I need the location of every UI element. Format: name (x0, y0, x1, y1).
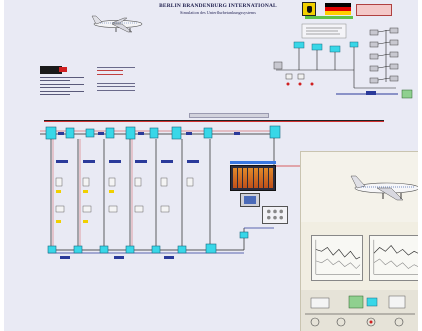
contact-info (97, 64, 167, 93)
section-banner (189, 113, 269, 118)
schematic-sheet: BERLIN BRANDENBURG INTERNATIONAL Simulat… (4, 0, 418, 331)
page-subtitle: Simulation des Unterflurbetankungssystem… (132, 10, 304, 15)
coat-of-arms-icon (302, 2, 316, 16)
server-rack-icon (230, 165, 276, 191)
airplane-icon (347, 166, 418, 206)
detail-window (300, 151, 418, 331)
company-info (40, 66, 90, 98)
page-title: BERLIN BRANDENBURG INTERNATIONAL (132, 3, 304, 9)
trend-chart-left (311, 235, 363, 281)
rack-header (230, 161, 276, 164)
alarm-panel (356, 4, 392, 16)
computer-icon (240, 193, 260, 207)
trend-chart-right (369, 235, 418, 281)
detail-lower-panel (301, 290, 418, 331)
company-logo (40, 66, 62, 74)
hydrant-network (34, 120, 304, 270)
indicator-panel (262, 206, 288, 224)
upper-right-network (266, 18, 418, 122)
german-flag-icon (325, 3, 351, 15)
